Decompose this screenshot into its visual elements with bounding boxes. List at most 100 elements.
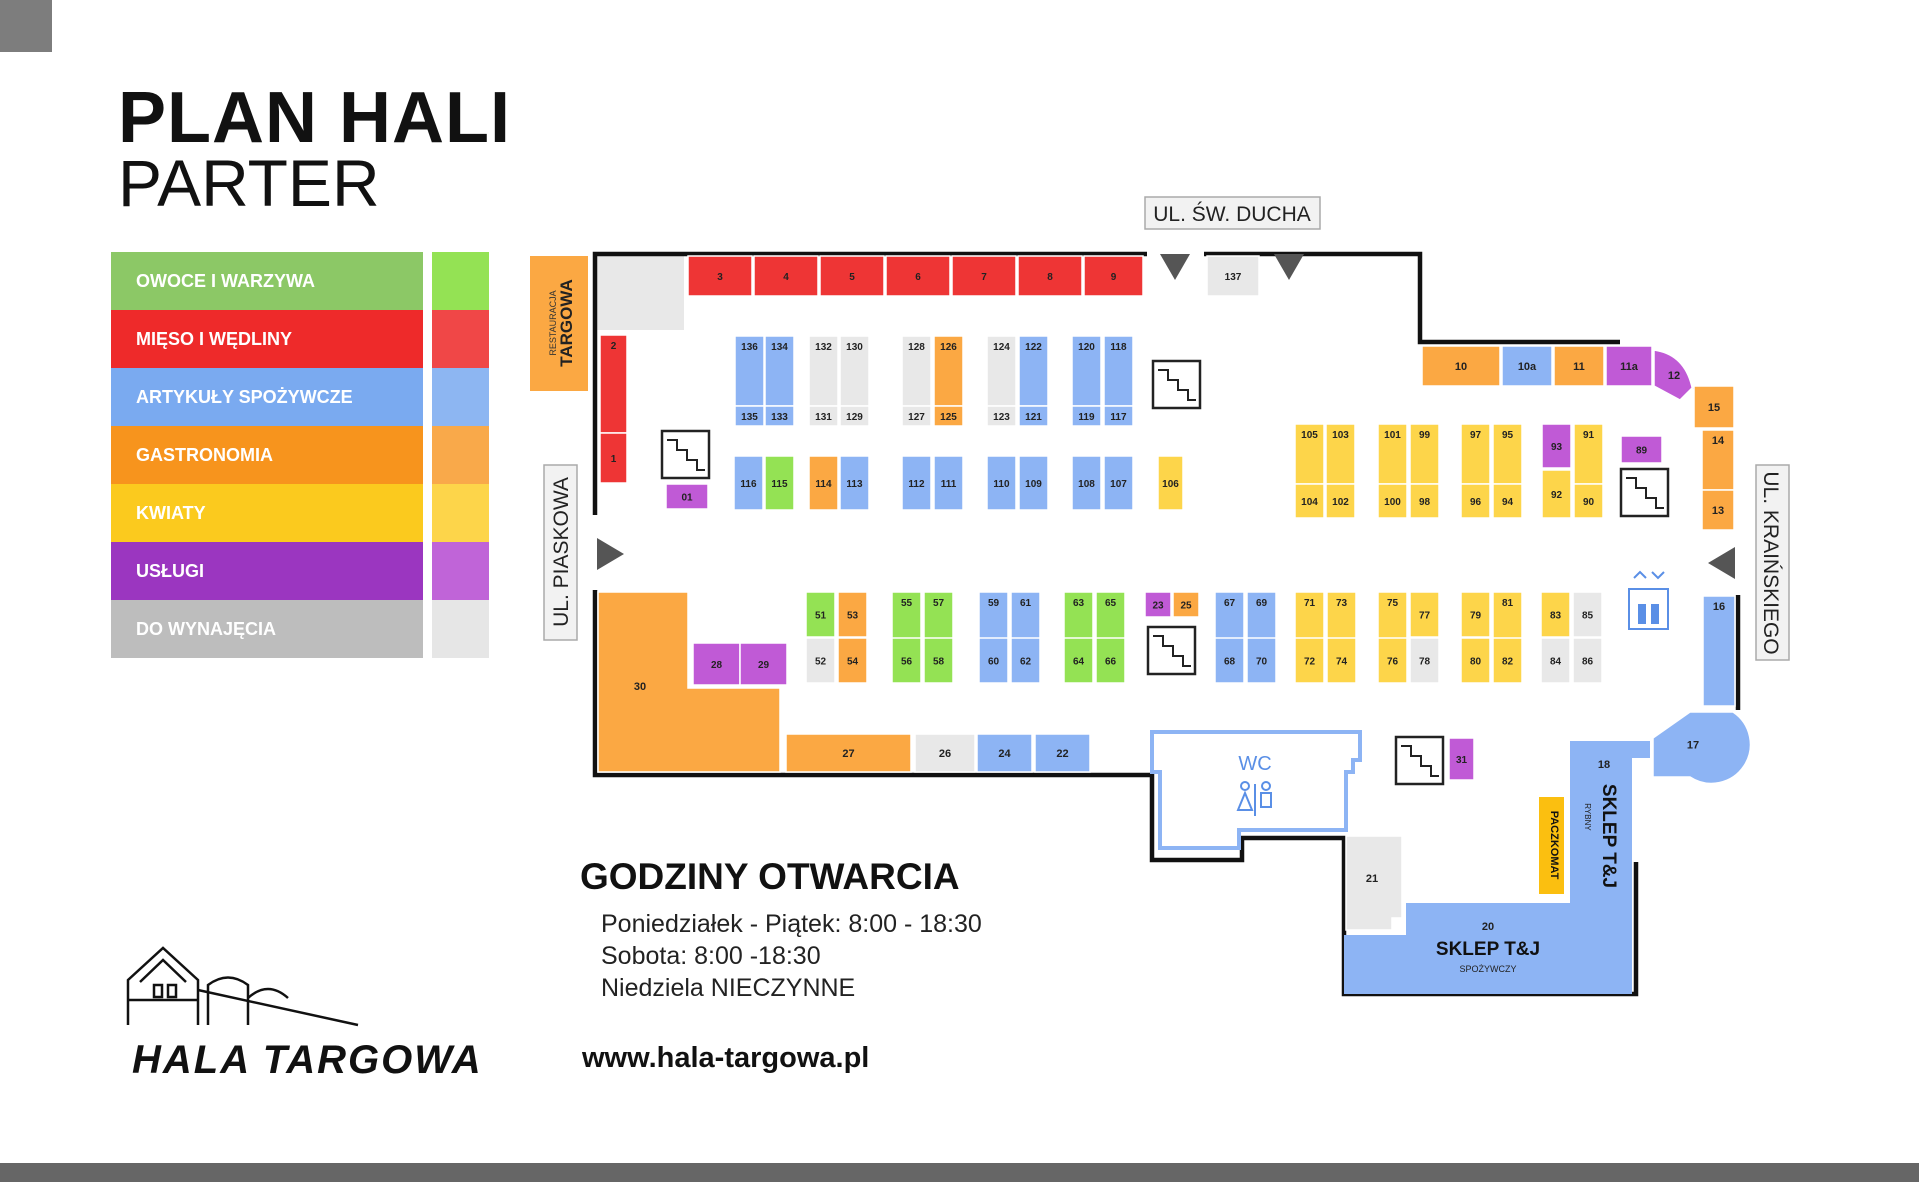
stall-97[interactable] <box>1460 423 1491 485</box>
stall-129[interactable] <box>839 405 870 427</box>
stall-1[interactable] <box>599 432 628 484</box>
stall-117[interactable] <box>1103 405 1134 427</box>
stall-114[interactable] <box>808 455 839 511</box>
stall-105[interactable] <box>1294 423 1325 485</box>
stall-2[interactable] <box>599 334 628 434</box>
stall-51[interactable] <box>805 591 836 638</box>
stall-90[interactable] <box>1573 483 1604 519</box>
stall-66[interactable] <box>1095 637 1126 684</box>
stall-11a[interactable] <box>1605 345 1653 387</box>
stall-9[interactable] <box>1083 255 1144 297</box>
stall-85[interactable] <box>1572 591 1603 638</box>
stall-13[interactable] <box>1701 489 1735 531</box>
stall-102[interactable] <box>1325 483 1356 519</box>
stall-115[interactable] <box>764 455 795 511</box>
stall-132[interactable] <box>808 335 839 407</box>
stall-83[interactable] <box>1540 591 1571 638</box>
stall-01[interactable] <box>665 483 709 510</box>
stall-92[interactable] <box>1541 469 1572 519</box>
stall-113[interactable] <box>839 455 870 511</box>
stall-106[interactable] <box>1157 455 1184 511</box>
stall-134[interactable] <box>764 335 795 407</box>
stall-94[interactable] <box>1492 483 1523 519</box>
stall-62[interactable] <box>1010 637 1041 684</box>
stall-60[interactable] <box>978 637 1009 684</box>
stall-17[interactable] <box>1652 711 1752 785</box>
stall-77[interactable] <box>1409 591 1440 638</box>
stall-58[interactable] <box>923 637 954 684</box>
stall-110[interactable] <box>986 455 1017 511</box>
stall-120[interactable] <box>1071 335 1102 407</box>
stall-82[interactable] <box>1492 637 1523 684</box>
stall-10[interactable] <box>1421 345 1501 387</box>
stall-74[interactable] <box>1326 637 1357 684</box>
stall-116[interactable] <box>733 455 764 511</box>
stall-14[interactable] <box>1701 429 1735 491</box>
stall-125[interactable] <box>933 405 964 427</box>
stall-28[interactable] <box>692 642 741 686</box>
stall-107[interactable] <box>1103 455 1134 511</box>
stall-16[interactable] <box>1702 595 1736 707</box>
stall-64[interactable] <box>1063 637 1094 684</box>
stall-130[interactable] <box>839 335 870 407</box>
stall-122[interactable] <box>1018 335 1049 407</box>
stall-12[interactable] <box>1653 349 1695 401</box>
stall-96[interactable] <box>1460 483 1491 519</box>
stall-8[interactable] <box>1017 255 1083 297</box>
stall-52[interactable] <box>805 637 836 684</box>
stall-54[interactable] <box>837 637 868 684</box>
stall-27[interactable] <box>785 733 912 773</box>
stall-30[interactable] <box>597 591 781 773</box>
stall-72[interactable] <box>1294 637 1325 684</box>
stall-123[interactable] <box>986 405 1017 427</box>
stall-23[interactable] <box>1144 591 1172 618</box>
stall-98[interactable] <box>1409 483 1440 519</box>
stall-6[interactable] <box>885 255 951 297</box>
paczkomat[interactable] <box>1539 797 1564 894</box>
stall-84[interactable] <box>1540 637 1571 684</box>
stall-124[interactable] <box>986 335 1017 407</box>
stall-89[interactable] <box>1620 435 1663 464</box>
stall-11[interactable] <box>1553 345 1605 387</box>
stall-109[interactable] <box>1018 455 1049 511</box>
stall-91[interactable] <box>1573 423 1604 485</box>
stall-22[interactable] <box>1034 733 1091 773</box>
stall-135[interactable] <box>734 405 765 427</box>
stall-108[interactable] <box>1071 455 1102 511</box>
stall-126[interactable] <box>933 335 964 407</box>
stall-7[interactable] <box>951 255 1017 297</box>
stall-5[interactable] <box>819 255 885 297</box>
stall-21[interactable] <box>1345 835 1403 931</box>
stall-79[interactable] <box>1460 591 1491 638</box>
stall-112[interactable] <box>901 455 932 511</box>
stall-111[interactable] <box>933 455 964 511</box>
stall-70[interactable] <box>1246 637 1277 684</box>
stall-29[interactable] <box>739 642 788 686</box>
stall-86[interactable] <box>1572 637 1603 684</box>
stall-95[interactable] <box>1492 423 1523 485</box>
stall-24[interactable] <box>976 733 1033 773</box>
stall-99[interactable] <box>1409 423 1440 485</box>
stall-104[interactable] <box>1294 483 1325 519</box>
stall-133[interactable] <box>764 405 795 427</box>
stall-93[interactable] <box>1541 423 1572 469</box>
stall-31[interactable] <box>1448 737 1475 781</box>
stall-3[interactable] <box>687 255 753 297</box>
stall-128[interactable] <box>901 335 932 407</box>
stall-131[interactable] <box>808 405 839 427</box>
website-link[interactable]: www.hala-targowa.pl <box>582 1042 870 1074</box>
stall-76[interactable] <box>1377 637 1408 684</box>
stall-121[interactable] <box>1018 405 1049 427</box>
stall-137[interactable] <box>1206 255 1260 297</box>
stall-119[interactable] <box>1071 405 1102 427</box>
stall-127[interactable] <box>901 405 932 427</box>
stall-15[interactable] <box>1693 385 1735 429</box>
stall-78[interactable] <box>1409 637 1440 684</box>
stall-100[interactable] <box>1377 483 1408 519</box>
stall-26[interactable] <box>914 733 976 773</box>
stall-53[interactable] <box>837 591 868 638</box>
stall-101[interactable] <box>1377 423 1408 485</box>
stall-25[interactable] <box>1172 591 1200 618</box>
stall-80[interactable] <box>1460 637 1491 684</box>
stall-56[interactable] <box>891 637 922 684</box>
